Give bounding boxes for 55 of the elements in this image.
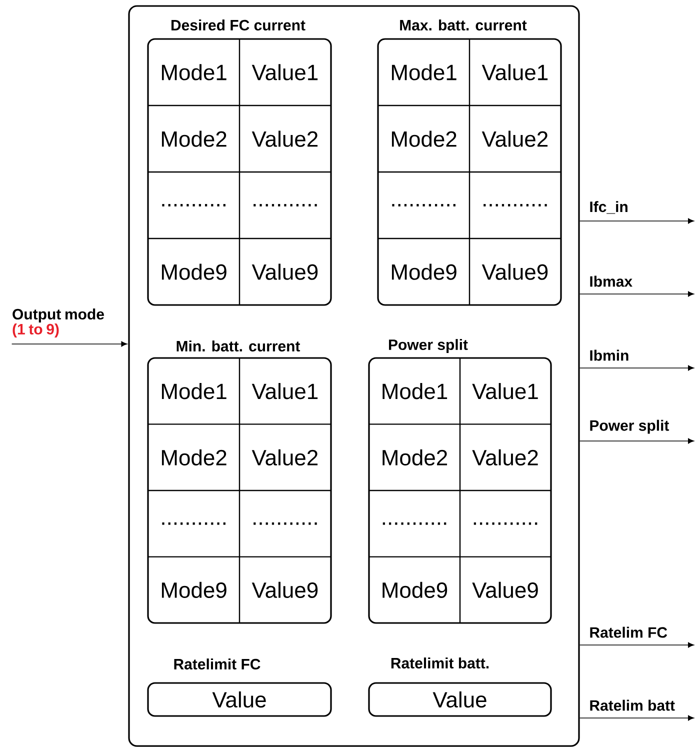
table-cell: Mode2 [382, 449, 448, 466]
value-box: Value [368, 682, 552, 717]
block-frame [128, 5, 580, 747]
table-heading: Max. batt. current [400, 20, 527, 30]
table-cell: Mode2 [162, 449, 226, 466]
arrow [11, 341, 128, 347]
table-heading: Ratelimit batt. [391, 658, 489, 668]
table-cell: Mode9 [382, 582, 448, 598]
table-cell: Mode1 [382, 383, 448, 400]
table-cell: Value1 [252, 383, 318, 400]
edge-label: Ratelim batt [588, 698, 676, 712]
table-cell: Value9 [252, 582, 318, 598]
table-cell: Mode2 [392, 130, 456, 147]
arrow [579, 438, 694, 444]
table-cell: Value1 [472, 383, 538, 400]
table-cell: Value2 [252, 130, 318, 147]
table-cell: Value2 [252, 449, 318, 466]
table-heading: Power split [389, 339, 468, 353]
table-cell: ........... [484, 204, 547, 206]
table-cell: ........... [254, 522, 317, 525]
input-label: Output mode (1 to 9) [12, 308, 104, 338]
table-cell: ........... [162, 204, 226, 206]
value-box: Value [147, 682, 332, 717]
table-cell: ........... [392, 204, 456, 206]
table-cell: Value1 [482, 64, 548, 80]
arrow [579, 218, 694, 224]
edge-label: Ibmax [588, 274, 634, 288]
table-cell: Mode9 [162, 264, 226, 280]
arrow [579, 642, 694, 648]
table-cell: Mode1 [162, 64, 226, 80]
table-cell: Value2 [472, 449, 538, 466]
arrow [579, 291, 694, 297]
table-cell: Mode1 [392, 64, 456, 80]
table-cell: ........... [162, 522, 226, 525]
table-cell: Value9 [482, 264, 548, 280]
edge-label: Ratelim FC [588, 626, 669, 639]
table-cell: Value1 [252, 64, 318, 80]
table-cell: Value9 [472, 582, 538, 598]
edge-label: Ifc_in [588, 200, 630, 215]
table-cell: Mode9 [162, 582, 226, 598]
table-cell: Value2 [482, 130, 548, 147]
table-cell: ........... [474, 522, 538, 525]
table-heading: Ratelimit FC [174, 658, 260, 670]
table-heading: Min. batt. current [176, 340, 300, 352]
table-cell: Mode9 [392, 264, 456, 280]
table-heading: Desired FC current [171, 20, 306, 30]
table-cell: ........... [254, 204, 317, 206]
edge-label: Ibmin [588, 348, 630, 362]
table-cell: Value9 [252, 264, 318, 280]
arrow [579, 365, 694, 371]
table-cell: ........... [382, 522, 446, 525]
edge-label: Power split [588, 418, 670, 435]
table-cell: Mode2 [162, 130, 226, 147]
arrow [579, 715, 694, 721]
table-cell: Mode1 [162, 383, 226, 400]
